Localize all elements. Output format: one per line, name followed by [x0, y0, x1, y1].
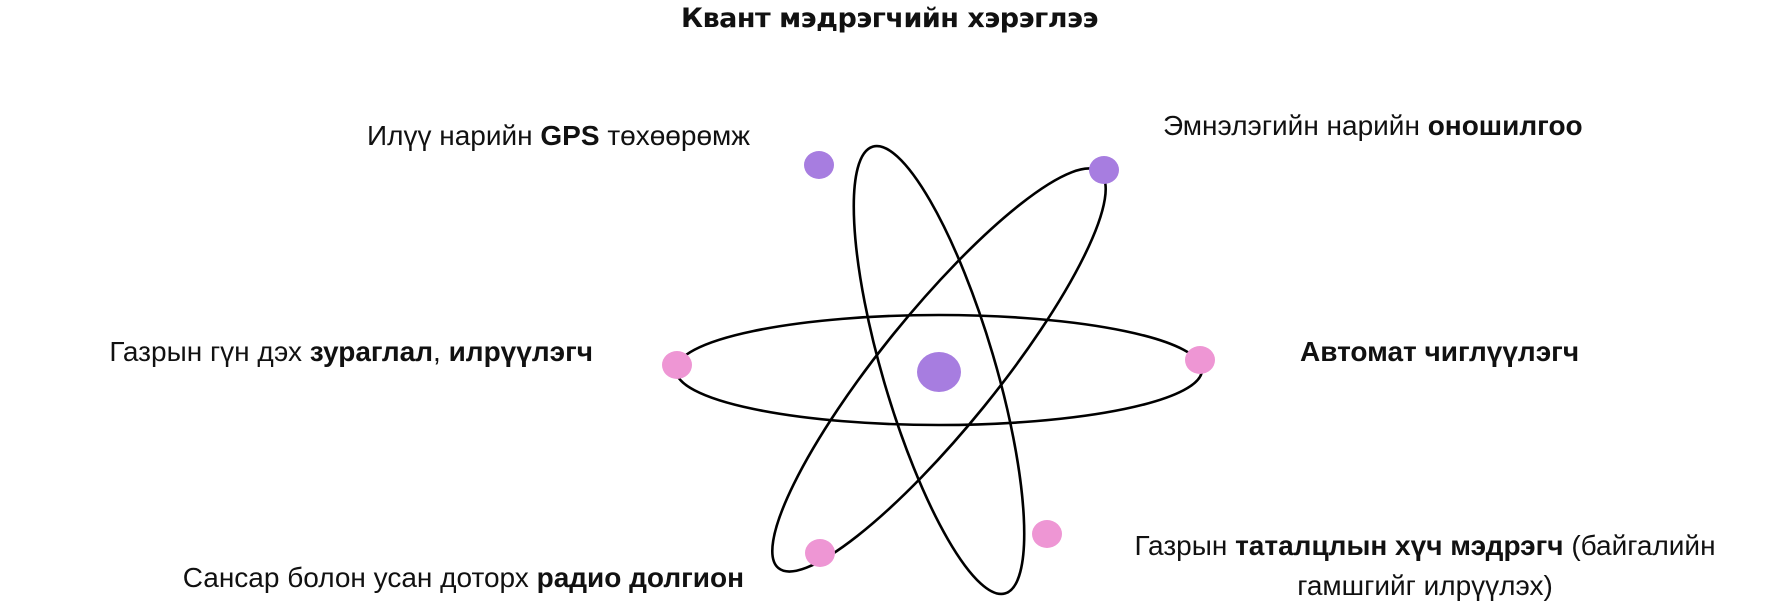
nucleus: [917, 352, 961, 392]
electron-node-bottom-left: [805, 539, 835, 567]
orbit-left-tilted: [852, 144, 1026, 596]
label-radio-waves: Сансар болон усан доторх радио долгион: [182, 562, 744, 593]
electron-node-top-right: [1089, 156, 1119, 184]
electron-node-left: [662, 351, 692, 379]
electron-node-bottom-right: [1032, 520, 1062, 548]
label-underground-mapping: Газрын гүн дэх зураглал, илрүүлэгч: [109, 336, 593, 367]
diagram-title: Квант мэдрэгчийн хэрэглээ: [681, 3, 1098, 34]
label-autopilot: Автомат чиглүүлэгч: [1300, 336, 1580, 367]
label-gravity-sensor: Газрын таталцлын хүч мэдрэгч (байгалийн …: [1134, 530, 1716, 601]
label-gps-device: Илүү нарийн GPS төхөөрөмж: [367, 120, 750, 151]
electron-node-top-left: [804, 151, 834, 179]
label-medical-diagnosis: Эмнэлэгийн нарийн оношилгоо: [1163, 110, 1583, 141]
electron-node-right: [1185, 346, 1215, 374]
